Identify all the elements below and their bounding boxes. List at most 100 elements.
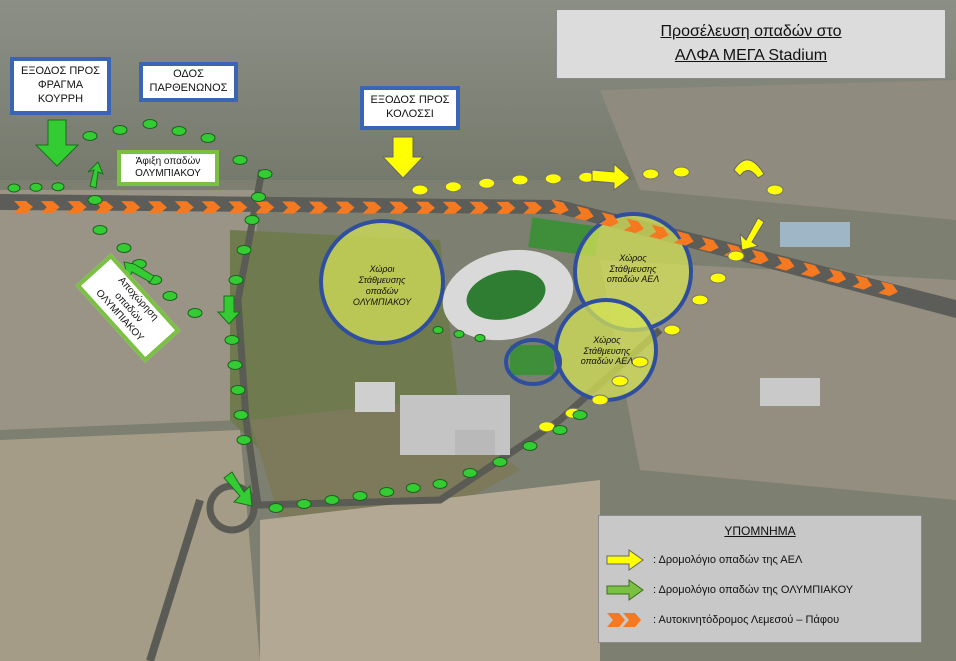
zone-training-pitch-ring — [504, 338, 562, 386]
highway-chevron — [469, 201, 489, 214]
route-dot — [691, 294, 709, 306]
route-dot — [82, 131, 98, 141]
highway-chevron — [308, 201, 328, 214]
route-dot — [766, 184, 784, 196]
route-dot — [187, 308, 203, 318]
route-dot — [162, 291, 178, 301]
label-line: ΕΞΟΔΟΣ ΠΡΟΣ — [370, 94, 450, 107]
zone-line: Χώρος — [593, 334, 621, 345]
orange-chevrons-icon — [607, 613, 641, 627]
route-dot — [232, 155, 248, 165]
highway-chevron — [442, 201, 462, 214]
route-dot — [552, 425, 568, 435]
green-arrow-icon — [606, 579, 644, 601]
yellow-arrow-icon — [606, 549, 644, 571]
zone-line: Χώροι — [369, 264, 395, 275]
zone-label-olympiakos-parking: Χώροι Στάθμευσης οπαδών ΟΛΥΜΠΙΑΚΟΥ — [330, 258, 434, 314]
label-arrival-olympiakos: Άφιξη οπαδών ΟΛΥΜΠΙΑΚΟΥ — [117, 150, 219, 186]
route-dot — [492, 457, 508, 467]
route-dot — [538, 421, 556, 433]
highway-chevron — [389, 201, 409, 214]
highway-chevron — [255, 201, 275, 214]
route-dot — [474, 334, 486, 342]
highway-chevron — [800, 262, 821, 278]
zone-line: οπαδών — [365, 286, 399, 296]
route-dot — [7, 183, 21, 193]
route-dot — [142, 119, 158, 129]
highway-chevron — [228, 201, 248, 214]
route-dot — [87, 195, 103, 205]
route-dot — [432, 326, 444, 334]
zone-olympiakos-parking — [319, 219, 445, 345]
highway-chevron — [147, 201, 167, 214]
label-odos-parthenonos: ΟΔΟΣ ΠΑΡΘΕΝΩΝΟΣ — [139, 62, 238, 102]
highway-chevron — [748, 249, 769, 265]
map-title-line-1: Προσέλευση οπαδών στο — [660, 23, 842, 40]
route-dot — [544, 173, 562, 185]
route-dot — [230, 385, 246, 395]
map-title: Προσέλευση οπαδών στο ΑΛΦΑ ΜΕΓΑ Stadium — [556, 9, 946, 79]
label-line: ΕΞΟΔΟΣ ΠΡΟΣ — [21, 65, 100, 78]
olympiakos-route-dots — [7, 119, 588, 513]
route-dot — [432, 479, 448, 489]
zone-label-ael-parking-1: Χώρος Στάθμευσης οπαδών ΑΕΛ — [585, 246, 681, 292]
route-dot — [236, 245, 252, 255]
highway-chevron — [415, 201, 435, 214]
highway-chevron — [335, 201, 355, 214]
highway-chevron — [13, 200, 33, 214]
highway-chevron — [698, 237, 719, 252]
legend-title: ΥΠΟΜΝΗΜΑ — [724, 524, 796, 538]
highway-chevron — [121, 201, 141, 214]
route-dot — [251, 192, 266, 202]
route-dot — [92, 225, 108, 235]
label-line: ΦΡΑΓΜΑ — [37, 79, 84, 92]
route-dot — [352, 491, 368, 501]
route-dot — [268, 503, 284, 513]
route-dot — [631, 356, 649, 368]
route-dot — [727, 250, 745, 262]
route-dot — [244, 215, 260, 225]
highway-chevron — [94, 201, 114, 214]
label-exit-fragma-kourri: ΕΞΟΔΟΣ ΠΡΟΣ ΦΡΑΓΜΑ ΚΟΥΡΡΗ — [10, 57, 111, 115]
route-dot — [112, 125, 128, 135]
route-dot — [522, 441, 538, 451]
legend-item-label: : Δρομολόγιο οπαδών της ΑΕΛ — [653, 554, 803, 566]
zone-line: οπαδών ΑΕΛ — [606, 274, 660, 285]
route-dot — [379, 487, 395, 497]
label-line: ΚΟΛΟΣΣΙ — [386, 108, 434, 120]
route-dot — [405, 483, 421, 493]
route-dot — [29, 182, 43, 192]
highway-chevron — [174, 201, 194, 214]
route-dot — [663, 324, 681, 336]
label-line: ΟΔΟΣ — [173, 68, 204, 81]
route-dot — [324, 495, 340, 505]
route-dot — [51, 182, 65, 192]
zone-line: ΟΛΥΜΠΙΑΚΟΥ — [352, 296, 412, 307]
route-dot — [296, 499, 312, 509]
highway-chevron — [623, 218, 644, 234]
legend-item-label: : Αυτοκινητόδρομος Λεμεσού – Πάφου — [653, 614, 840, 626]
highway-chevron — [523, 201, 543, 214]
route-dot — [233, 410, 249, 420]
highway-chevron — [878, 281, 898, 297]
highway-chevron — [573, 206, 594, 221]
highway-route — [13, 199, 898, 297]
route-dot — [672, 166, 690, 178]
zone-label-ael-parking-2: Χώρος Στάθμευσης οπαδών ΑΕΛ — [566, 330, 648, 372]
highway-chevron — [362, 201, 382, 214]
route-dot — [236, 435, 252, 445]
label-line: ΚΟΥΡΡΗ — [37, 92, 84, 105]
zone-line: Χώρος — [619, 252, 647, 263]
legend-item-label: : Δρομολόγιο οπαδών της ΟΛΥΜΠΙΑΚΟΥ — [653, 584, 854, 596]
ael-route-arrows — [381, 136, 765, 251]
highway-chevron — [67, 201, 87, 214]
route-dot — [642, 168, 660, 180]
highway-chevron — [852, 275, 873, 290]
route-dot — [200, 133, 216, 143]
legend-item-olympiakos-route: : Δρομολόγιο οπαδών της ΟΛΥΜΠΙΑΚΟΥ — [605, 578, 917, 602]
route-dot — [511, 174, 529, 186]
route-dot — [453, 330, 465, 338]
route-dot — [572, 410, 588, 420]
olympiakos-route-arrows — [34, 119, 253, 507]
zone-line: Στάθμευσης — [609, 263, 657, 274]
